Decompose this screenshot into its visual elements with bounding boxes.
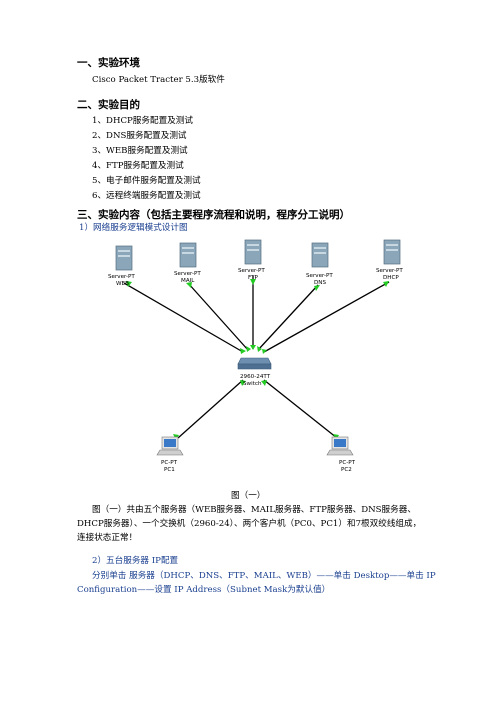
instruction-line: Configuration——设置 IP Address（Subnet Mask… [77,585,331,595]
server-slot [247,244,259,246]
port-light [383,281,389,287]
server-dhcp: Server-PT DHCP [376,239,403,281]
port-light [186,282,192,288]
objective-item: 2、DNS服务配置及测试 [92,131,187,141]
switch-icon [237,357,272,365]
port-lights [126,279,389,440]
server-icon [115,245,133,271]
section3-heading: 三、实验内容（包括主要程序流程和说明，程序分工说明） [77,209,350,221]
subsection-1-title: 1）网络服务逻辑模式设计图 [79,223,188,233]
server-slot [182,252,194,254]
link-mail-switch [187,282,249,351]
server-name-label: DHCP [383,275,399,281]
server-slot [118,255,130,257]
objective-item: 6、远程终端服务配置及测试 [92,191,201,201]
pc-type-label: PC-PT [339,460,356,466]
server-slot [314,247,326,249]
switch: 2960-24TT Switch [237,357,272,387]
port-light [314,285,320,291]
figure-description-line: 连接状态正常！ [77,533,138,543]
server-icon [311,242,329,268]
port-light [240,348,246,354]
server-name-label: WEB [116,281,129,287]
server-ftp: Server-PT FTP [238,239,265,281]
server-icon [179,242,197,268]
port-light [262,349,267,354]
server-type-label: Server-PT [174,271,201,277]
port-light [257,346,262,352]
section1-heading: 一、实验环境 [77,57,140,69]
pc-screen [164,439,176,447]
figure-description-line: DHCP服务器）、一个交换机（2960-24）、两个客户机（PC0、PC1）和7… [77,519,422,529]
pc-1: PC-PT PC1 [156,436,184,473]
server-slot [182,247,194,249]
server-type-label: Server-PT [238,268,265,274]
server-type-label: Server-PT [306,273,333,279]
server-mail: Server-PT MAIL [174,242,201,284]
diagram-links [123,276,390,439]
port-light [250,345,256,350]
link-switch-pc2 [263,379,338,439]
port-light [246,346,251,352]
switch-model-label: 2960-24TT [240,374,271,380]
server-slot [386,249,398,251]
server-name-label: MAIL [181,278,195,284]
server-name-label: DNS [314,280,326,286]
objective-item: 1、DHCP服务配置及测试 [92,116,193,126]
server-slot [118,250,130,252]
objective-item: 3、WEB服务配置及测试 [92,146,188,156]
pc-keyboard [156,449,184,456]
figure-caption: 图（一） [231,491,266,501]
server-slot [314,252,326,254]
pc-type-label: PC-PT [161,460,178,466]
software-line: Cisco Packet Tracter 5.3版软件 [92,75,225,85]
pc-2: PC-PT PC2 [326,436,356,473]
server-type-label: Server-PT [376,268,403,274]
server-type-label: Server-PT [108,274,135,280]
objective-item: 4、FTP服务配置及测试 [92,161,184,171]
pc-name-label: PC2 [341,467,352,473]
server-slot [386,244,398,246]
link-switch-pc1 [177,379,244,439]
section2-heading: 二、实验目的 [77,99,140,111]
server-icon [244,239,262,265]
switch-front [237,363,272,370]
instruction-line: 分别单击 服务器（DHCP、DNS、FTP、MAIL、WEB）——单击 Desk… [92,571,436,581]
port-light [126,281,132,287]
server-slot [247,249,259,251]
pc-screen [334,439,346,447]
switch-name-label: Switch [243,381,262,387]
pc-name-label: PC1 [164,467,175,473]
server-dns: Server-PT DNS [306,242,333,286]
link-dns-switch [257,284,319,351]
server-web: Server-PT WEB [108,245,135,287]
server-icon [383,239,401,265]
server-name-label: FTP [248,275,259,281]
port-light [250,279,256,285]
link-web-switch [123,282,244,353]
link-dhcp-switch [263,281,390,353]
subsection-2-title: 2）五台服务器 IP配置 [92,556,179,566]
pc-keyboard [326,449,354,456]
port-light [261,380,267,386]
objective-item: 5、电子邮件服务配置及测试 [92,176,201,186]
port-light [240,380,246,386]
figure-description-line: 图（一）共由五个服务器（WEB服务器、MAIL服务器、FTP服务器、DNS服务器… [92,505,416,515]
